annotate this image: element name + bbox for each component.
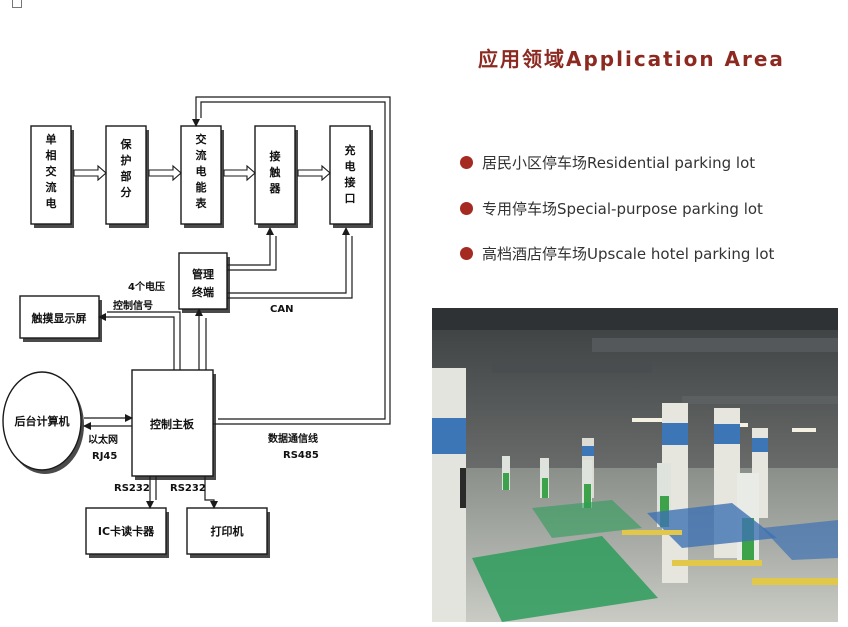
line-mgmt-to-contactor (227, 227, 274, 266)
parking-lot-photo (432, 308, 838, 622)
box-charging-port: 充电接口 (329, 125, 373, 228)
label-touch-display: 触摸显示屏 (31, 311, 87, 325)
application-item-residential: 居民小区停车场Residential parking lot (460, 152, 755, 173)
line-board-to-display-inner (107, 311, 181, 370)
label-backend-computer: 后台计算机 (15, 414, 70, 428)
power-arrows (73, 164, 331, 182)
box-single-phase-ac: 单相交流电 (30, 125, 74, 228)
label-charging-port: 充电接口 (345, 143, 356, 205)
label-rs232-left: RS232 (114, 483, 150, 494)
label-can: CAN (270, 304, 293, 315)
label-rs232-right: RS232 (170, 483, 206, 494)
label-control-board: 控制主板 (150, 417, 195, 431)
line-rs232-printer (204, 476, 218, 509)
bullet-icon (460, 247, 473, 260)
arrow-protection-to-meter (148, 164, 182, 182)
application-item-special-purpose: 专用停车场Special-purpose parking lot (460, 198, 763, 219)
corner-mark (12, 0, 22, 8)
box-printer: 打印机 (186, 507, 270, 558)
label-ethernet: 以太网 (88, 433, 118, 446)
line-can-to-port-inner (227, 236, 353, 299)
arrow-contactor-to-port (297, 164, 331, 182)
label-single-phase-ac: 单相交流电 (46, 132, 57, 210)
application-item-hotel: 高档酒店停车场Upscale hotel parking lot (460, 243, 774, 264)
label-protection: 保护部分 (120, 137, 133, 199)
label-ac-meter: 交流电能表 (195, 132, 208, 210)
arrow-meter-to-contactor (223, 164, 256, 182)
label-management-terminal-2: 终端 (192, 285, 214, 299)
box-protection: 保护部分 (105, 125, 149, 228)
bullet-icon (460, 156, 473, 169)
line-can-to-port (227, 227, 350, 294)
box-management-terminal: 管理 终端 (178, 252, 230, 313)
system-block-diagram: 单相交流电 保护部分 交流电能表 接触器 充电接口 管理 终端 触摸显示屏 (2, 96, 391, 558)
box-touch-display: 触摸显示屏 (19, 295, 102, 342)
application-item-label: 高档酒店停车场Upscale hotel parking lot (482, 245, 775, 263)
box-ic-card-reader: IC卡读卡器 (85, 507, 169, 558)
connection-lines (83, 96, 391, 509)
box-control-board: 控制主板 (131, 369, 216, 480)
box-ac-meter: 交流电能表 (180, 125, 224, 228)
label-data-line: 数据通信线 (268, 432, 318, 445)
label-ic-card-reader: IC卡读卡器 (98, 524, 155, 538)
arrow-ac-to-protection (73, 164, 107, 182)
line-board-to-display (98, 313, 175, 370)
label-voltage-signal-2: 控制信号 (113, 299, 153, 312)
box-contactor: 接触器 (254, 125, 298, 228)
label-contactor: 接触器 (269, 149, 282, 195)
label-rs485: RS485 (283, 450, 319, 461)
application-item-label: 居民小区停车场Residential parking lot (482, 154, 756, 172)
line-rs485-loop (192, 96, 391, 425)
application-item-label: 专用停车场Special-purpose parking lot (482, 200, 763, 218)
label-management-terminal-1: 管理 (192, 267, 214, 281)
label-printer: 打印机 (211, 524, 244, 538)
line-rs485-loop-inner (200, 101, 386, 420)
box-backend-computer: 后台计算机 (2, 371, 84, 474)
label-voltage-signal-1: 4个电压 (128, 280, 165, 293)
line-mgmt-to-contactor-inner (227, 236, 277, 271)
label-rj45: RJ45 (92, 451, 117, 462)
application-area-title: 应用领域Application Area (478, 47, 785, 71)
bullet-icon (460, 202, 473, 215)
